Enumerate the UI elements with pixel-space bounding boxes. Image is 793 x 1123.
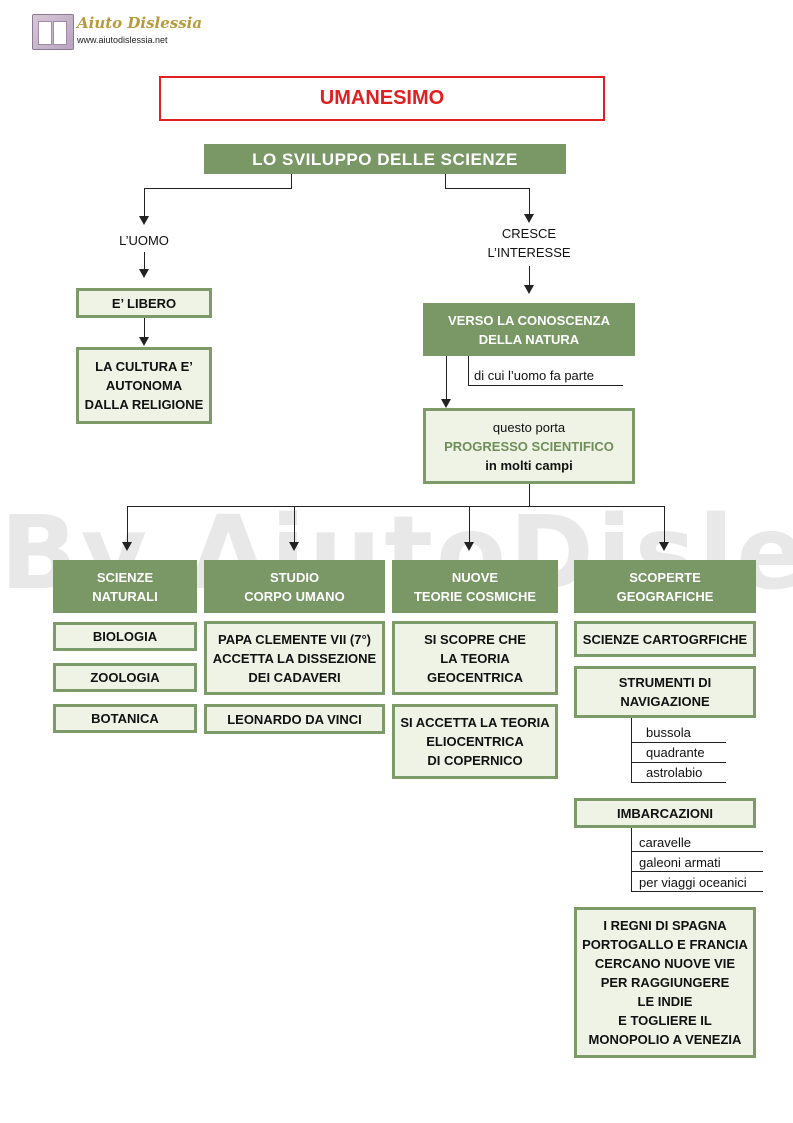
- imbarcazioni-underline: [631, 891, 763, 892]
- strumento-item: quadrante: [646, 745, 705, 760]
- connector: [144, 252, 145, 269]
- strumenti-underline: [631, 762, 726, 763]
- zoologia-box: ZOOLOGIA: [53, 663, 197, 692]
- strumenti-underline: [631, 742, 726, 743]
- connector: [469, 506, 470, 542]
- cultura-autonoma-box: LA CULTURA E’ AUTONOMA DALLA RELIGIONE: [76, 347, 212, 424]
- arrow-down-icon: [524, 285, 534, 294]
- arrow-down-icon: [524, 214, 534, 223]
- logo-book-icon: [32, 14, 74, 50]
- biologia-box: BIOLOGIA: [53, 622, 197, 651]
- strumenti-underline: [631, 782, 726, 783]
- arrow-down-icon: [659, 542, 669, 551]
- papa-clemente-box: PAPA CLEMENTE VII (7°) ACCETTA LA DISSEZ…: [204, 621, 385, 695]
- imbarcazioni-underline: [631, 851, 763, 852]
- logo-title: Aiuto Dislessia: [77, 14, 203, 32]
- connector: [664, 506, 665, 542]
- header-scienze-naturali: SCIENZE NATURALI: [53, 560, 197, 613]
- header-teorie-cosmiche: NUOVE TEORIE COSMICHE: [392, 560, 558, 613]
- conoscenza-natura-box: VERSO LA CONOSCENZA DELLA NATURA: [423, 303, 635, 356]
- cartografiche-box: SCIENZE CARTOGRFICHE: [574, 621, 756, 657]
- leonardo-box: LEONARDO DA VINCI: [204, 704, 385, 734]
- regni-spagna-box: I REGNI DI SPAGNA PORTOGALLO E FRANCIA C…: [574, 907, 756, 1058]
- page-title: UMANESIMO: [159, 76, 605, 121]
- geocentrica-box: SI SCOPRE CHE LA TEORIA GEOCENTRICA: [392, 621, 558, 695]
- arrow-down-icon: [139, 216, 149, 225]
- imbarcazioni-bracket: [631, 828, 764, 892]
- arrow-down-icon: [464, 542, 474, 551]
- arrow-down-icon: [441, 399, 451, 408]
- header-scoperte-geografiche: SCOPERTE GEOGRAFICHE: [574, 560, 756, 613]
- imbarcazioni-underline: [631, 871, 763, 872]
- header-studio-corpo: STUDIO CORPO UMANO: [204, 560, 385, 613]
- site-logo: Aiuto Dislessia www.aiutodislessia.net: [32, 14, 202, 50]
- connector: [291, 174, 292, 188]
- progresso-box: questo porta PROGRESSO SCIENTIFICO in mo…: [423, 408, 635, 484]
- strumento-item: astrolabio: [646, 765, 703, 780]
- connector: [127, 506, 128, 542]
- imbarcazione-item: galeoni armati: [639, 855, 721, 870]
- luomo-label: L’UOMO: [119, 233, 169, 248]
- connector: [445, 174, 446, 188]
- arrow-down-icon: [122, 542, 132, 551]
- arrow-down-icon: [139, 269, 149, 278]
- arrow-down-icon: [289, 542, 299, 551]
- connector: [446, 356, 447, 399]
- main-topic-box: LO SVILUPPO DELLE SCIENZE: [204, 144, 566, 174]
- connector: [144, 188, 292, 189]
- logo-url: www.aiutodislessia.net: [77, 35, 168, 45]
- botanica-box: BOTANICA: [53, 704, 197, 733]
- imbarcazione-item: per viaggi oceanici: [639, 875, 747, 890]
- strumenti-navigazione-box: STRUMENTI DI NAVIGAZIONE: [574, 666, 756, 718]
- connector: [445, 188, 529, 189]
- imbarcazioni-box: IMBARCAZIONI: [574, 798, 756, 828]
- e-libero-box: E’ LIBERO: [76, 288, 212, 318]
- note-bracket: [468, 356, 623, 386]
- strumento-item: bussola: [646, 725, 691, 740]
- connector: [529, 188, 530, 214]
- connector: [294, 506, 295, 542]
- connector: [144, 318, 145, 337]
- connector: [529, 266, 530, 285]
- connector: [127, 506, 664, 507]
- imbarcazione-item: caravelle: [639, 835, 692, 850]
- eliocentrica-box: SI ACCETTA LA TEORIA ELIOCENTRICA DI COP…: [392, 704, 558, 779]
- connector: [144, 188, 145, 216]
- arrow-down-icon: [139, 337, 149, 346]
- strumenti-bracket: [631, 718, 727, 782]
- note-text: di cui l’uomo fa parte: [474, 368, 594, 383]
- cresce-interesse-label: CRESCE L’INTERESSE: [487, 226, 571, 260]
- connector: [529, 484, 530, 506]
